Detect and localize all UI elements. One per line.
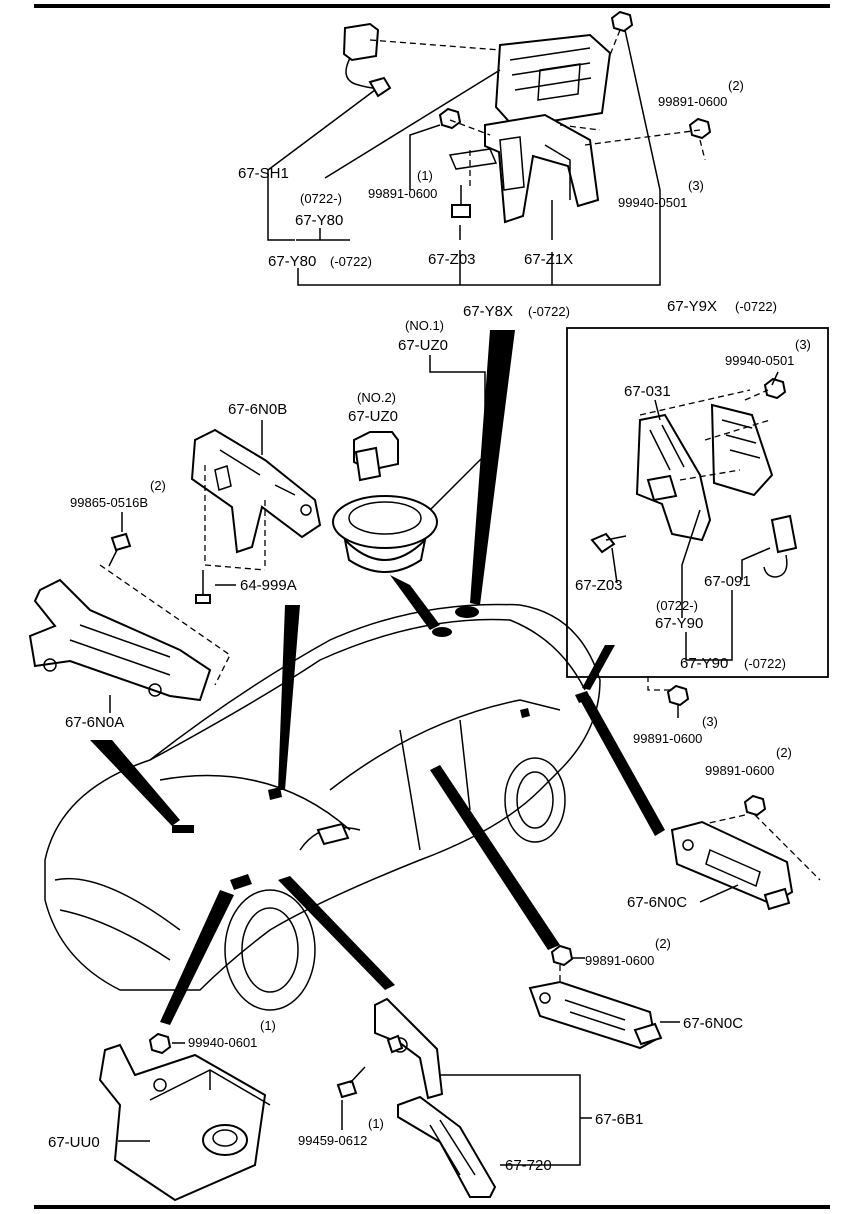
nut-99891-0600-c <box>666 684 690 707</box>
nut-99940-0601 <box>148 1032 172 1055</box>
box-bolt-67-Z03 <box>590 532 627 554</box>
label-qty-1-c: (1) <box>368 1116 384 1131</box>
label-67-031: 67-031 <box>624 383 671 400</box>
label-67-UZ0-a: 67-UZ0 <box>398 337 448 354</box>
label-99891-0600-b: 99891-0600 <box>658 94 727 109</box>
top-control-module <box>494 33 612 129</box>
top-connector-harness <box>342 22 392 98</box>
vehicle-body-outline <box>44 603 601 1011</box>
top-nut-99940 <box>610 10 634 33</box>
label-64-999A: 64-999A <box>240 577 297 594</box>
nut-99891-0600-d <box>743 794 767 817</box>
label-99891-0600-c: 99891-0600 <box>633 731 702 746</box>
label-67-Y80-b: 67-Y80 <box>268 253 316 270</box>
label-67-Z03-b: 67-Z03 <box>575 577 623 594</box>
label-0722-d: (-0722) <box>735 299 777 314</box>
pointer-6B1 <box>278 876 395 990</box>
screw-99865-0516B <box>108 532 132 567</box>
label-67-UZ0-b: 67-UZ0 <box>348 408 398 425</box>
label-67-SH1: 67-SH1 <box>238 165 289 182</box>
label-99940-0501-b: 99940-0501 <box>725 353 794 368</box>
key-antenna-67-720 <box>397 1095 497 1198</box>
label-99891-0600-e: 99891-0600 <box>585 953 654 968</box>
label-99459-0612: 99459-0612 <box>298 1133 367 1148</box>
label-99891-0600-a: 99891-0600 <box>368 186 437 201</box>
box-connector-67-091 <box>763 514 798 578</box>
label-67-Z03-a: 67-Z03 <box>428 251 476 268</box>
group-box-67-Y9X <box>566 327 829 678</box>
label-67-6N0C-b: 67-6N0C <box>683 1015 743 1032</box>
top-mounting-bracket <box>448 113 600 224</box>
label-qty-3-b: (3) <box>795 337 811 352</box>
label-67-Z1X: 67-Z1X <box>524 251 573 268</box>
label-0722-c: (-0722) <box>528 304 570 319</box>
sensor-67-UZ0-no2 <box>353 431 399 482</box>
box-bracket-67-031 <box>635 413 712 542</box>
label-qty-2-d: (2) <box>655 936 671 951</box>
label-67-Y8X: 67-Y8X <box>463 303 513 320</box>
vehicle-marks <box>172 606 591 890</box>
label-qty-3-a: (3) <box>688 178 704 193</box>
label-0722-f: (-0722) <box>744 656 786 671</box>
label-67-Y80-a: 67-Y80 <box>295 212 343 229</box>
label-67-Y90-b: 67-Y90 <box>680 655 728 672</box>
label-67-6B1: 67-6B1 <box>595 1111 643 1128</box>
pointer-6N0A <box>90 740 180 826</box>
label-no-2: (NO.2) <box>357 390 396 405</box>
top-bolt-67-Z03 <box>451 185 471 218</box>
label-no-1: (NO.1) <box>405 318 444 333</box>
pointer-6N0C-lower <box>430 765 560 950</box>
box-nut-99940 <box>763 377 787 400</box>
label-qty-1-a: (1) <box>417 168 433 183</box>
label-99940-0501-a: 99940-0501 <box>618 195 687 210</box>
pointer-6N0B <box>278 605 300 790</box>
nut-99891-0600-e <box>550 944 574 967</box>
bolt-99459-0612 <box>336 1066 366 1099</box>
top-nut-99891-a <box>438 107 462 130</box>
label-67-6N0A: 67-6N0A <box>65 714 124 731</box>
label-67-720: 67-720 <box>505 1157 552 1174</box>
label-0722-a: (0722-) <box>300 191 342 206</box>
label-67-Y9X: 67-Y9X <box>667 298 717 315</box>
top-rule <box>34 4 830 8</box>
label-99891-0600-d: 99891-0600 <box>705 763 774 778</box>
antenna-67-6N0C-lower <box>528 980 663 1050</box>
bracket-67-6B1 <box>374 997 444 1100</box>
top-nut-99891-b <box>688 117 712 140</box>
label-0722-e: (0722-) <box>656 598 698 613</box>
pointer-Y8X <box>470 330 515 605</box>
label-99940-0601: 99940-0601 <box>188 1035 257 1050</box>
label-qty-2-c: (2) <box>776 745 792 760</box>
label-qty-3-c: (3) <box>702 714 718 729</box>
pointer-Y9X <box>582 645 615 690</box>
antenna-67-6N0C-upper <box>670 820 794 911</box>
module-67-UU0 <box>98 1043 271 1202</box>
pointer-6N0C-upper <box>580 696 665 836</box>
box-control-module <box>710 403 774 497</box>
screw-64-999A <box>195 570 211 604</box>
label-67-6N0B: 67-6N0B <box>228 401 287 418</box>
label-qty-1-b: (1) <box>260 1018 276 1033</box>
label-99865-0516B: 99865-0516B <box>70 495 148 510</box>
label-67-Y90-a: 67-Y90 <box>655 615 703 632</box>
label-67-6N0C-a: 67-6N0C <box>627 894 687 911</box>
pointer-UU0 <box>160 890 234 1025</box>
label-67-091: 67-091 <box>704 573 751 590</box>
label-qty-2-a: (2) <box>728 78 744 93</box>
label-0722-b: (-0722) <box>330 254 372 269</box>
label-67-UU0: 67-UU0 <box>48 1134 100 1151</box>
bottom-rule <box>34 1205 830 1209</box>
bracket-67-6N0B <box>190 428 322 554</box>
bracket-67-6N0A <box>28 578 212 702</box>
sensor-67-UZ0-no1 <box>332 495 438 573</box>
pointer-UZ0 <box>390 575 440 630</box>
label-qty-2-b: (2) <box>150 478 166 493</box>
